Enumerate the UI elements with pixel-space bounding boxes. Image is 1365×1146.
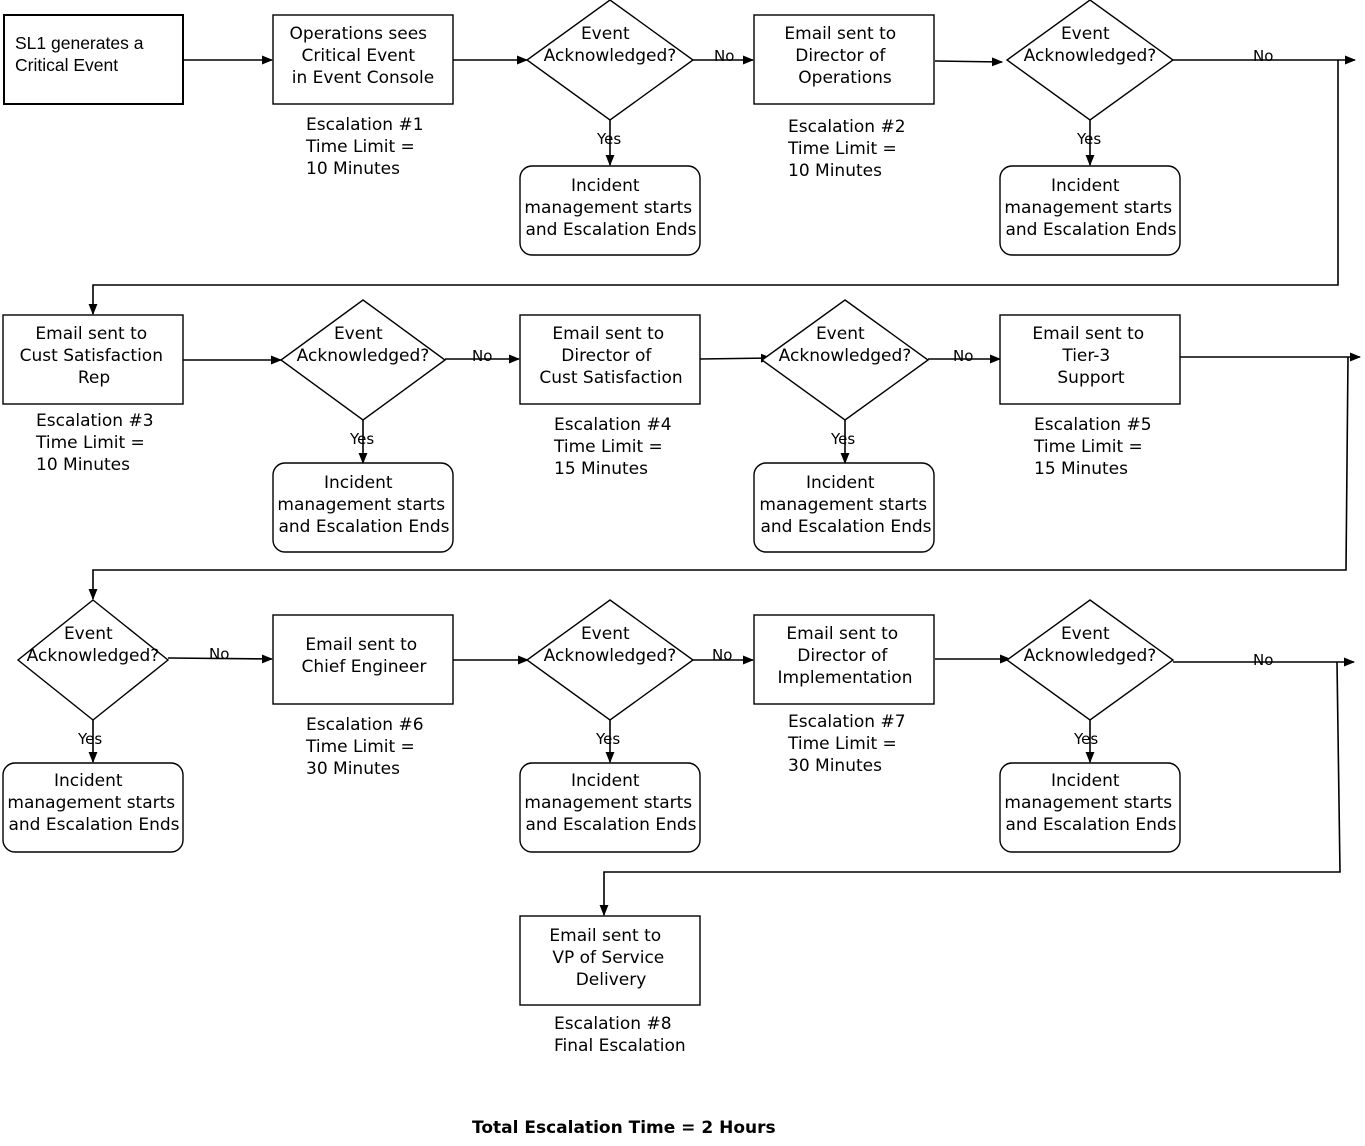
outcome-5-label: Incident management starts and Escalatio… <box>7 771 180 835</box>
yes-label-1: Yes <box>596 130 621 148</box>
yes-label-2: Yes <box>1076 130 1101 148</box>
escalation-6-note: Escalation #6 Time Limit = 30 Minutes <box>305 715 429 779</box>
outcome-7 <box>999 762 1181 853</box>
process-director-implementation <box>753 614 935 705</box>
no-label-4: No <box>953 347 973 365</box>
connectors <box>88 55 1362 917</box>
outcome-2 <box>999 165 1181 256</box>
outcome-4 <box>753 462 935 553</box>
process-vp-service-delivery <box>519 915 701 1006</box>
outcome-2-label: Incident management starts and Escalatio… <box>1004 176 1177 240</box>
node-text: SL1 generates a Critical Event Operation… <box>7 24 1177 1056</box>
decision-5 <box>16 599 170 721</box>
tier3-support-label: Email sent to Tier-3 Support <box>1032 324 1149 388</box>
no-label-2: No <box>1253 47 1273 65</box>
yes-label-7: Yes <box>1073 730 1098 748</box>
edge-decision-5-no <box>167 654 274 664</box>
decision-6 <box>525 599 695 721</box>
no-label-6: No <box>712 646 732 664</box>
decision-4-label: Event Acknowledged? <box>779 324 912 366</box>
yes-label-4: Yes <box>830 430 855 448</box>
escalation-1-note: Escalation #1 Time Limit = 10 Minutes <box>305 115 429 179</box>
edge-wrap-row2-to-row3 <box>88 356 1349 601</box>
decision-2-label: Event Acknowledged? <box>1024 24 1157 66</box>
yes-label-6: Yes <box>595 730 620 748</box>
process-cust-satisfaction-rep <box>2 314 184 405</box>
no-label-1: No <box>714 47 734 65</box>
escalation-3-note: Escalation #3 Time Limit = 10 Minutes <box>35 411 159 475</box>
escalation-2-note: Escalation #2 Time Limit = 10 Minutes <box>787 117 911 181</box>
decision-7-label: Event Acknowledged? <box>1024 624 1157 666</box>
yes-label-3: Yes <box>349 430 374 448</box>
process-director-cust-satisfaction <box>519 314 701 405</box>
decision-4 <box>760 299 930 421</box>
no-label-3: No <box>472 347 492 365</box>
no-label-5: No <box>209 645 229 663</box>
process-tier3-support <box>999 314 1181 405</box>
edge-wrap-row3-to-vp <box>599 661 1341 917</box>
chief-engineer-label: Email sent to Chief Engineer <box>302 635 427 677</box>
outcome-6 <box>519 762 701 853</box>
outcome-3 <box>272 462 454 553</box>
director-operations-label: Email sent to Director of Operations <box>784 24 901 88</box>
decision-2 <box>1005 0 1175 121</box>
decision-1-label: Event Acknowledged? <box>544 24 677 66</box>
start-node <box>3 14 184 105</box>
outcome-4-label: Incident management starts and Escalatio… <box>759 473 932 537</box>
escalation-7-note: Escalation #7 Time Limit = 30 Minutes <box>787 712 911 776</box>
outcome-1-label: Incident management starts and Escalatio… <box>524 176 697 240</box>
director-cust-satisfaction-label: Email sent to Director of Cust Satisfact… <box>539 324 682 388</box>
outcome-7-label: Incident management starts and Escalatio… <box>1004 771 1177 835</box>
outcome-1 <box>519 165 701 256</box>
total-escalation-time: Total Escalation Time = 2 Hours <box>472 1118 776 1138</box>
escalation-5-note: Escalation #5 Time Limit = 15 Minutes <box>1033 415 1157 479</box>
decision-5-label: Event Acknowledged? <box>27 624 160 666</box>
decision-3 <box>279 299 447 421</box>
escalation-4-note: Escalation #4 Time Limit = 15 Minutes <box>553 415 677 479</box>
yes-label-5: Yes <box>77 730 102 748</box>
process-director-operations <box>753 14 935 105</box>
process-operations-sees <box>272 14 454 105</box>
edge-labels: No Yes No Yes No Yes No Yes No Yes No Ye… <box>77 47 1273 748</box>
nodes <box>2 0 1181 1006</box>
decision-6-label: Event Acknowledged? <box>544 624 677 666</box>
edge-dir-cust-to-decision-4 <box>699 353 773 363</box>
outcome-6-label: Incident management starts and Escalatio… <box>524 771 697 835</box>
decision-7 <box>1005 599 1175 721</box>
cust-satisfaction-rep-label: Email sent to Cust Satisfaction Rep <box>20 324 169 388</box>
edge-wrap-row1-to-row2 <box>88 60 1339 316</box>
decision-1 <box>525 0 695 121</box>
escalation-8-note: Escalation #8 Final Escalation <box>554 1014 686 1056</box>
no-label-7: No <box>1253 651 1273 669</box>
vp-service-delivery-label: Email sent to VP of Service Delivery <box>549 926 669 990</box>
edge-dir-ops-to-decision-2 <box>934 57 1004 67</box>
outcome-3-label: Incident management starts and Escalatio… <box>277 473 450 537</box>
operations-sees-label: Operations sees Critical Event in Event … <box>290 24 435 88</box>
start-label: SL1 generates a Critical Event <box>15 33 148 75</box>
decision-3-label: Event Acknowledged? <box>297 324 430 366</box>
process-chief-engineer <box>272 614 454 705</box>
director-implementation-label: Email sent to Director of Implementation <box>778 624 913 688</box>
outcome-5 <box>2 762 184 853</box>
